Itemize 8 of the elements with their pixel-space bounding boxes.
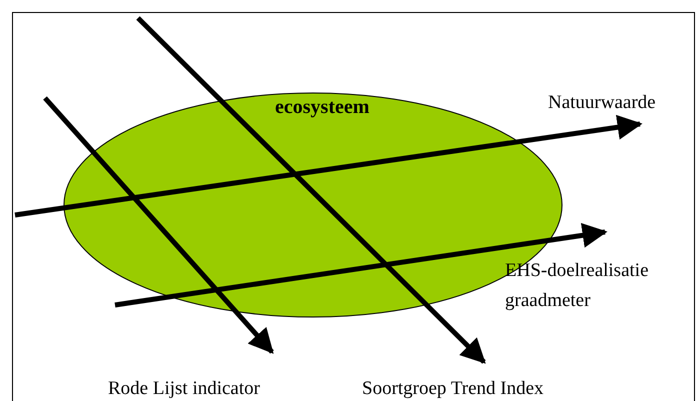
indicator-text: Rode Lijst indicator [108,377,261,401]
arrow [14,114,642,218]
indicator-text: Natuurwaarde [548,91,657,115]
arrow [136,16,486,364]
arrow [43,96,274,354]
indicator-text: Soortgroep Trend Index [362,377,545,401]
arrow [114,222,608,308]
ecosystem-title: ecosysteem [275,95,370,120]
